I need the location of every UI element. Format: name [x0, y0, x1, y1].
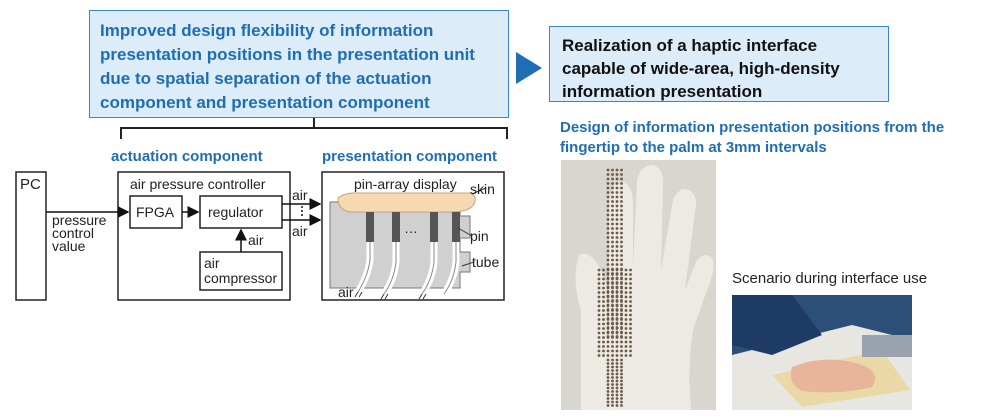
- system-diagram: [15, 171, 505, 301]
- result-arrow-icon: [516, 52, 542, 84]
- result-box: Realization of a haptic interface capabl…: [549, 26, 889, 102]
- scenario-label: Scenario during interface use: [732, 270, 928, 287]
- air-compressor-label: air compressor: [204, 255, 278, 286]
- pin-array-display-label: pin-array display: [354, 176, 457, 192]
- actuation-component-header: actuation component: [111, 148, 263, 165]
- presentation-component-header: presentation component: [322, 148, 498, 165]
- air-compressor-box: [199, 251, 283, 291]
- pin-label: pin: [470, 228, 489, 244]
- fpga-box: [129, 195, 183, 229]
- result-text: Realization of a haptic interface capabl…: [562, 36, 840, 101]
- compressor-air-label: air: [248, 232, 264, 248]
- pin-ellipsis: …: [404, 220, 418, 236]
- fpga-label: FPGA: [136, 204, 175, 220]
- photo-caption: Design of information presentation posit…: [560, 119, 945, 156]
- skin-label: skin: [470, 181, 495, 197]
- pin-dot-grid: [597, 168, 632, 407]
- scenario-photo: [732, 295, 912, 410]
- pressure-control-value-label: pressure control value: [52, 212, 107, 254]
- pin-array-hand-photo: [561, 160, 716, 410]
- air-out-label-1: air: [292, 187, 308, 203]
- pc-label: PC: [20, 176, 41, 193]
- headline-text: Improved design flexibility of informati…: [100, 21, 475, 112]
- headline-box: Improved design flexibility of informati…: [89, 10, 509, 118]
- air-out-label-2: air: [292, 223, 308, 239]
- regulator-label: regulator: [208, 204, 264, 220]
- pc-box: [15, 171, 47, 301]
- grouping-bracket: [120, 118, 508, 139]
- air-pressure-controller-label: air pressure controller: [130, 176, 266, 192]
- tube-label: tube: [472, 254, 500, 270]
- pin-air-label: air: [338, 284, 354, 300]
- regulator-box: [199, 195, 283, 229]
